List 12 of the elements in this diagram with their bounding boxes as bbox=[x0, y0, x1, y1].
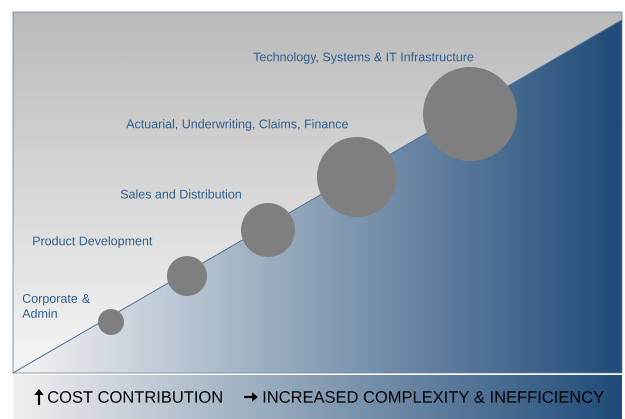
category-label: Product Development bbox=[33, 236, 152, 248]
category-label: Technology, Systems & IT Infrastructure bbox=[253, 52, 474, 64]
footer-label: COST CONTRIBUTION bbox=[48, 391, 222, 403]
category-label: Actuarial, Underwriting, Claims, Finance bbox=[126, 119, 348, 131]
footer-label: INCREASED COMPLEXITY & INEFFICIENCY bbox=[264, 391, 604, 403]
category-label: Corporate & Admin bbox=[22, 294, 90, 318]
circle bbox=[98, 308, 124, 335]
circle bbox=[241, 202, 295, 257]
category-label: Sales and Distribution bbox=[120, 189, 241, 199]
circle bbox=[317, 137, 397, 217]
circle bbox=[167, 256, 207, 296]
circle bbox=[423, 67, 517, 161]
